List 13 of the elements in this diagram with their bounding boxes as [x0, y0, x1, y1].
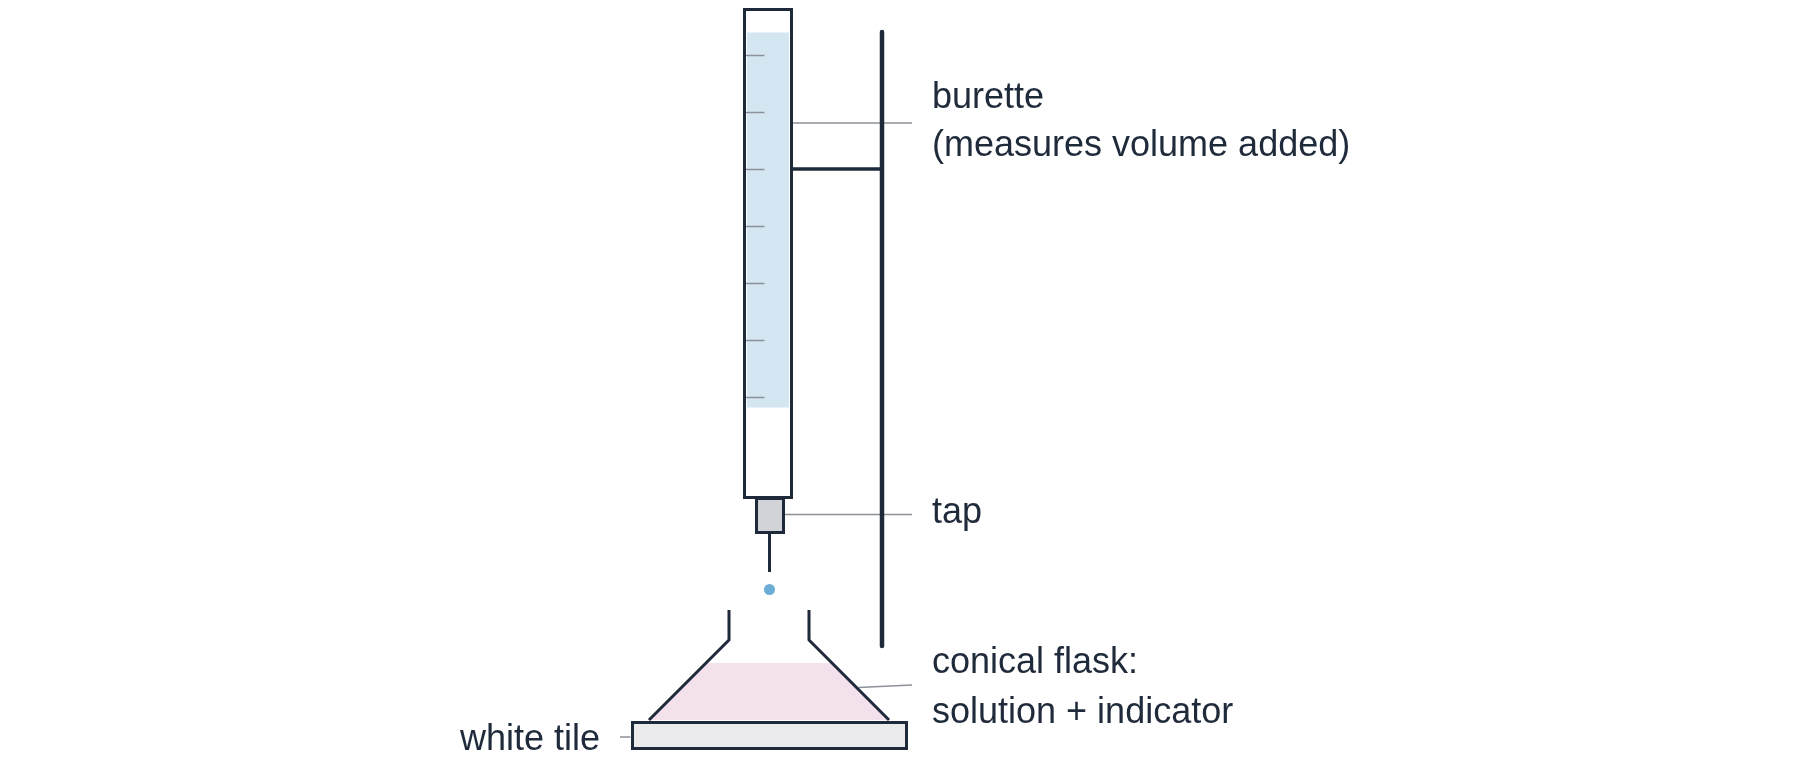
part-label: burette [932, 74, 1045, 118]
tile [630, 720, 908, 750]
part-label: (measures volume added) [932, 122, 1351, 166]
leader-line [783, 513, 913, 516]
part-label: solution + indicator [932, 689, 1234, 733]
leader-line [791, 122, 913, 124]
part-label: conical flask: [932, 639, 1139, 683]
part-label: white tile [459, 715, 600, 760]
leader-line [857, 684, 913, 689]
leader-line [619, 736, 632, 738]
part-label: tap [932, 489, 983, 533]
conical-flask [646, 609, 892, 722]
tap-valve [754, 496, 785, 534]
